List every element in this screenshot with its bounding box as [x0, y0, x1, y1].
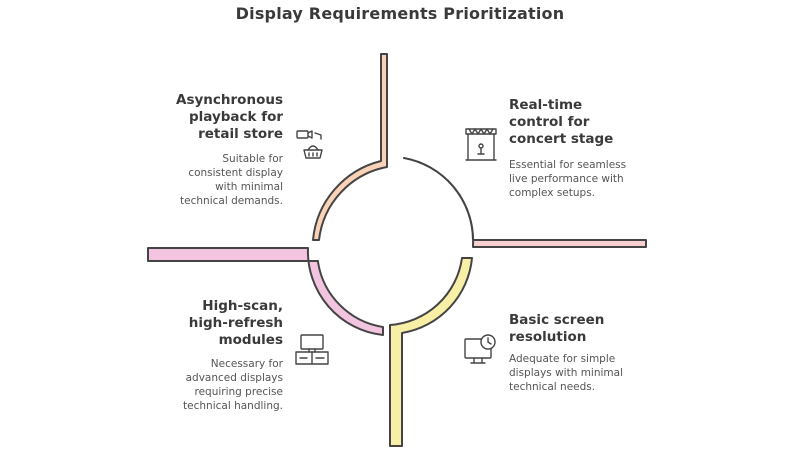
description-line: requiring precise	[194, 386, 283, 398]
heading-line: concert stage	[509, 131, 614, 147]
heading-line: high-refresh	[188, 315, 283, 331]
description-line: Necessary for	[210, 358, 283, 370]
description-line: complex setups.	[509, 187, 596, 199]
heading-line: High-scan,	[202, 298, 283, 314]
description-line: with minimal	[215, 181, 283, 193]
description-line: Essential for seamless	[509, 159, 627, 171]
description-line: advanced displays	[185, 372, 283, 384]
description-bottom-right: Adequate for simple displays with minima…	[509, 352, 659, 394]
monitor-clock-icon	[464, 334, 496, 364]
description-line: displays with minimal	[509, 367, 624, 379]
heading-line: playback for	[188, 109, 283, 125]
concert-stage-icon	[465, 128, 497, 161]
heading-bottom-right: Basic screen resolution	[509, 312, 659, 346]
description-top-left: Suitable for consistent display with min…	[150, 152, 283, 208]
heading-top-left: Asynchronous playback for retail store	[150, 92, 283, 143]
arc-top-left	[312, 53, 388, 241]
description-line: technical needs.	[509, 381, 596, 393]
description-line: technical demands.	[180, 195, 283, 207]
security-camera-shopping-basket-icon	[296, 130, 323, 159]
description-line: technical handling.	[183, 400, 283, 412]
description-line: consistent display	[188, 167, 283, 179]
arc-bottom-right	[389, 257, 473, 447]
heading-line: resolution	[509, 329, 587, 345]
description-line: live performance with	[509, 173, 624, 185]
description-top-right: Essential for seamless live performance …	[509, 158, 659, 200]
display-modules-icon	[295, 334, 329, 365]
heading-top-right: Real-time control for concert stage	[509, 97, 659, 148]
heading-line: Basic screen	[509, 312, 605, 328]
description-line: Adequate for simple	[509, 353, 616, 365]
heading-line: Asynchronous	[176, 92, 283, 108]
description-bottom-left: Necessary for advanced displays requirin…	[150, 357, 283, 413]
heading-line: modules	[218, 332, 283, 348]
heading-bottom-left: High-scan, high-refresh modules	[150, 298, 283, 349]
description-line: Suitable for	[222, 153, 283, 165]
arc-bottom-left	[147, 247, 384, 336]
heading-line: control for	[509, 114, 590, 130]
heading-line: Real-time	[509, 97, 583, 113]
arc-top-right	[403, 157, 647, 248]
heading-line: retail store	[198, 126, 283, 142]
page-title: Display Requirements Prioritization	[235, 4, 565, 23]
